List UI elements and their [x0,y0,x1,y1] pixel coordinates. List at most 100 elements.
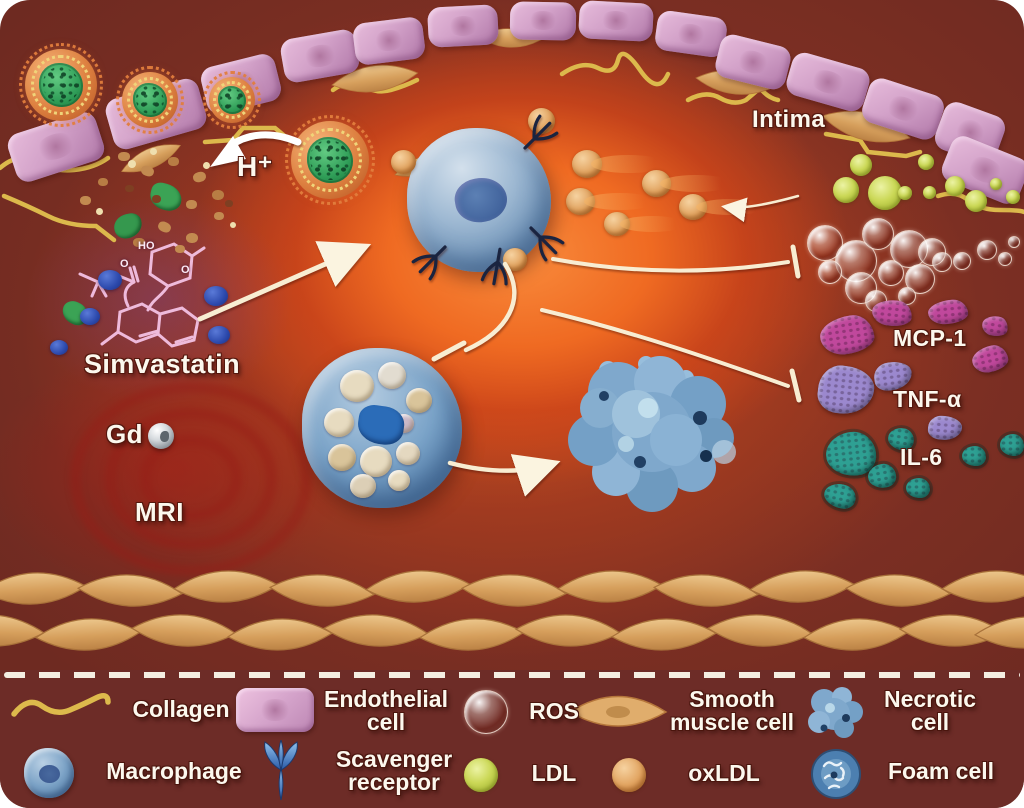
collagen-icon [11,693,111,717]
inhibit-line-foam [463,261,517,353]
ldl-particle [868,176,902,210]
simvastatin-nanoparticle [19,43,103,127]
ldl-particle [918,154,934,170]
fragment [175,245,185,253]
macrophage-icon [24,748,74,798]
drug-molecule-dot [98,270,122,290]
il6-molecule [906,478,930,498]
molecule-o-label: O [120,258,129,270]
legend-label-ros: ROS [529,698,579,724]
inhibit-bar-cytokines [789,368,802,403]
ros-bubble [953,252,971,270]
lipid-droplet [360,446,392,477]
foam-cell-icon [811,749,861,799]
fragment [186,200,197,209]
simvastatin-nanoparticle [203,71,261,129]
legend-label-scavenger-receptor: Scavenger receptor [335,746,453,795]
oxldl-bound [503,248,527,271]
ros-icon [464,690,508,734]
fragment [214,212,224,220]
fragment [125,185,134,192]
ldl-particle [923,186,936,199]
h-plus-release-arrow [210,131,302,167]
il6-molecule [1000,434,1024,456]
legend-label-endothelial-cell: Endothelial cell [324,686,448,735]
inhibit-bar-ros [790,244,801,279]
mcp1-label: MCP-1 [893,325,967,351]
arrow-simvastatin-to-macrophage [197,241,372,322]
macrophage-cell [407,128,551,272]
molecule-ho-label: HO [138,240,155,252]
drug-molecule-dot [50,340,68,355]
fragment [118,152,130,161]
gd-contrast-sphere [148,423,174,449]
fragment [80,196,91,205]
fragment [133,238,145,247]
ldl-particle [945,176,965,196]
scavenger-receptors-on-macrophage [410,113,566,288]
lipid-droplet [340,370,374,402]
legend-panel: Collagen Endothelial cell ROS Smooth mus… [0,670,1024,808]
simvastatin-label: Simvastatin [84,349,240,379]
legend-label-oxldl: oxLDL [688,760,760,786]
inhibit-line-cytokines [540,308,790,388]
macrophage-icon-nucleus [39,765,60,783]
lipid-droplet [378,362,406,389]
ldl-particle [833,177,859,203]
legend-label-macrophage: Macrophage [106,758,242,784]
mri-ripple [70,382,312,576]
drug-molecule-dot [80,308,100,325]
ros-bubble [905,264,935,294]
necrotic-cell-icon [808,687,863,738]
legend-label-ldl: LDL [531,760,577,786]
fragment [96,208,103,215]
lipid-droplet [350,474,376,498]
endothelial-cell-icon [236,688,314,732]
lipid-droplet [406,388,432,413]
legend-label-necrotic-cell: Necrotic cell [883,686,977,735]
ldl-particle [898,186,912,200]
oxldl-particle [604,212,686,236]
legend-label-smooth-muscle-cell: Smooth muscle cell [669,686,795,735]
necrotic-cell [568,356,736,512]
foam-cell [302,348,462,508]
simvastatin-nanoparticle [285,115,375,205]
ros-bubble [932,252,952,272]
ros-bubble [818,260,842,284]
intima-label: Intima [752,106,826,133]
ldl-icon [464,758,498,792]
ldl-particle [990,178,1002,190]
fragment [230,222,236,228]
oxldl-icon [612,758,646,792]
scavenger-receptor-icon [264,740,298,801]
lipid-droplet [324,408,354,437]
ros-bubble [1008,236,1020,248]
ros-bubble [878,260,904,286]
legend-label-foam-cell: Foam cell [887,758,995,784]
fragment [225,200,233,207]
fragment [203,162,210,169]
lipid-droplet [388,470,410,491]
drug-molecule-dot [208,326,230,344]
fragment [98,178,108,186]
simvastatin-nanoparticle [116,66,184,134]
oxldl-particle [572,150,666,178]
oxldl-particle [642,170,733,197]
ros-bubble [977,240,997,260]
inhibit-bar-foam [431,340,467,362]
molecule-o-label: O [181,264,190,276]
ros-bubble [862,218,894,250]
legend-label-collagen: Collagen [132,696,230,722]
ros-bubble [998,252,1012,266]
smooth-muscle-cell-icon [568,695,668,727]
h-plus-label: H⁺ [237,151,273,182]
inhibit-line-ros [551,257,790,273]
arrow-foam-to-necrotic [447,454,561,497]
gd-label: Gd [106,419,143,449]
ldl-particle [965,190,987,212]
fragment [212,190,224,200]
il6-molecule [962,446,986,466]
fragment [150,148,157,155]
